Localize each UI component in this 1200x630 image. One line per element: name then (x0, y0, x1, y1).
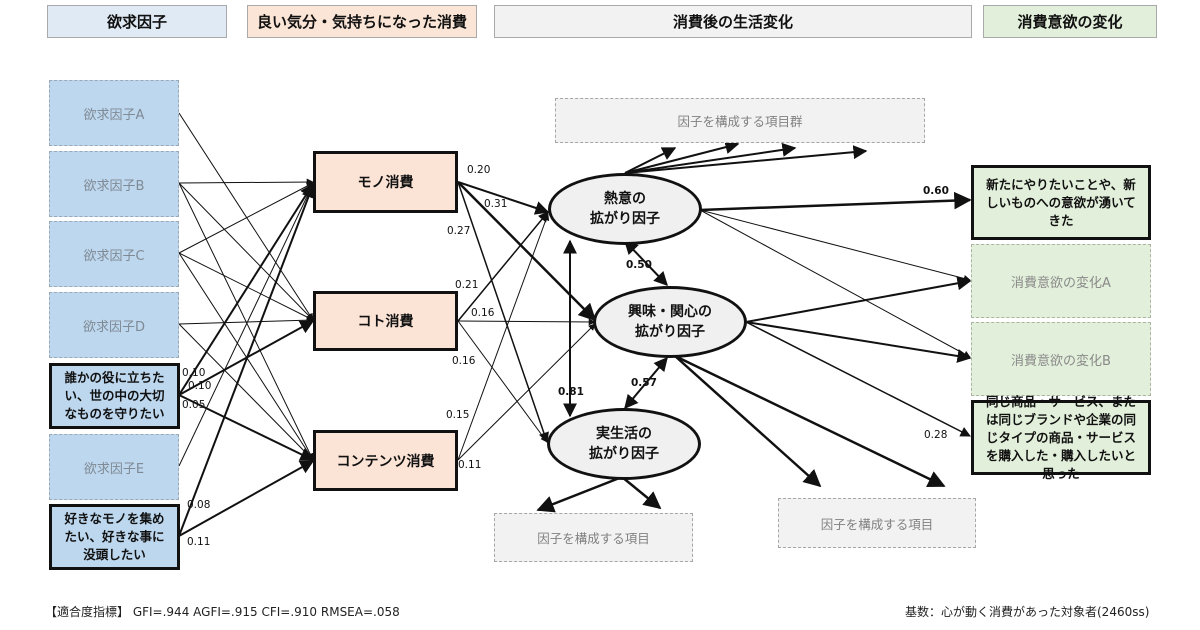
arrow-help-mono (178, 182, 314, 396)
desire-factor-a: 欲求因子A (49, 80, 179, 146)
arrow-interest-item2 (674, 354, 946, 488)
factor-reallife: 実生活の 拡がり因子 (547, 408, 701, 480)
arrow-collect-mono (178, 183, 316, 537)
coef-mono-passion: 0.20 (467, 164, 491, 176)
arrow-d-contents (178, 323, 314, 461)
arrow-e-mono (178, 183, 314, 467)
coef-passion-reallife: 0.81 (558, 386, 584, 398)
arrow-interest-reallife (624, 356, 668, 410)
outcome-change-b: 消費意欲の変化B (971, 322, 1151, 396)
arrow-collect-contents (178, 460, 315, 537)
coef-interest-same: 0.28 (924, 429, 948, 441)
arrow-passion-item4 (624, 145, 868, 174)
arrow-interest-same (745, 321, 971, 437)
coef-passion-new: 0.60 (923, 185, 949, 197)
arrow-mono-passion (457, 181, 550, 215)
arrow-help-contents (178, 394, 315, 461)
arrow-b-koto (178, 182, 314, 321)
arrow-passion-outA (699, 209, 971, 282)
arrow-b-mono (178, 178, 314, 186)
consumption-contents: コンテンツ消費 (313, 430, 458, 491)
arrow-contents-passion (457, 213, 550, 461)
coef-collect-1: 0.08 (187, 499, 211, 511)
arrow-a-koto (178, 112, 314, 321)
outcome-change-a: 消費意欲の変化A (971, 244, 1151, 318)
header-consumption: 良い気分・気持ちになった消費 (247, 5, 477, 38)
factor-items-bottom-left: 因子を構成する項目 (494, 513, 693, 562)
coef-contents-passion: 0.15 (446, 409, 470, 421)
desire-factor-collect: 好きなモノを集めたい、好きな事に没頭したい (49, 504, 180, 570)
arrow-interest-outB (745, 321, 972, 363)
arrow-interest-outA (745, 276, 972, 323)
arrow-reallife-item1 (536, 475, 623, 513)
arrow-d-koto (178, 316, 314, 325)
arrow-passion-item1 (624, 147, 677, 174)
fit-indices: 【適合度指標】 GFI=.944 AGFI=.915 CFI=.910 RMSE… (45, 605, 400, 619)
coef-koto-interest: 0.16 (471, 307, 495, 319)
arrow-c-koto (178, 252, 314, 321)
consumption-koto: コト消費 (313, 291, 458, 351)
desire-factor-d: 欲求因子D (49, 292, 179, 358)
coef-koto-reallife: 0.16 (452, 355, 476, 367)
arrow-koto-passion (457, 211, 549, 322)
header-desire: 欲求因子 (47, 5, 227, 38)
desire-factor-help-others: 誰かの役に立ちたい、世の中の大切なものを守りたい (49, 363, 180, 429)
arrow-mono-reallife (457, 181, 549, 443)
desire-factor-e: 欲求因子E (49, 434, 179, 500)
factor-items-bottom-right: 因子を構成する項目 (778, 498, 976, 548)
arrow-passion-item3 (624, 142, 797, 174)
factor-passion: 熱意の 拡がり因子 (548, 173, 702, 245)
sample-base: 基数：心が動く消費があった対象者(2460ss) (905, 605, 1150, 619)
coef-help-1: 0.10 (182, 367, 206, 379)
outcome-repeat-purchase: 同じ商品・サービス、または同じブランドや企業の同じタイプの商品・サービスを購入し… (971, 394, 1151, 481)
coef-koto-passion: 0.21 (455, 279, 479, 291)
coef-passion-interest: 0.50 (626, 259, 652, 271)
coef-help-3: 0.05 (182, 399, 206, 411)
arrow-passion-new (699, 191, 972, 212)
arrow-passion-outB (699, 209, 971, 358)
coef-interest-reallife: 0.57 (631, 377, 657, 389)
coef-collect-2: 0.11 (187, 536, 211, 548)
outcome-new-motivation: 新たにやりたいことや、新しいものへの意欲が湧いてきた (971, 165, 1151, 240)
desire-factor-c: 欲求因子C (49, 221, 179, 287)
header-motivation-change: 消費意欲の変化 (983, 5, 1157, 38)
coef-help-2: 0.10 (188, 380, 212, 392)
arrow-koto-interest (457, 318, 596, 326)
arrow-interest-item1 (674, 355, 822, 488)
arrow-c-mono (178, 182, 314, 254)
factor-interest: 興味・関心の 拡がり因子 (593, 286, 747, 358)
desire-factor-b: 欲求因子B (49, 151, 179, 217)
coef-contents-interest: 0.11 (458, 459, 482, 471)
arrow-passion-item2 (624, 140, 740, 174)
arrow-koto-reallife (457, 320, 548, 443)
coef-mono-interest: 0.31 (484, 198, 508, 210)
factor-items-top: 因子を構成する項目群 (555, 98, 925, 143)
coef-mono-reallife: 0.27 (447, 225, 471, 237)
consumption-mono: モノ消費 (313, 151, 458, 213)
arrow-passion-interest (624, 239, 668, 287)
header-life-change: 消費後の生活変化 (494, 5, 972, 38)
arrow-c-contents (178, 252, 314, 461)
arrow-reallife-item2 (621, 476, 662, 510)
